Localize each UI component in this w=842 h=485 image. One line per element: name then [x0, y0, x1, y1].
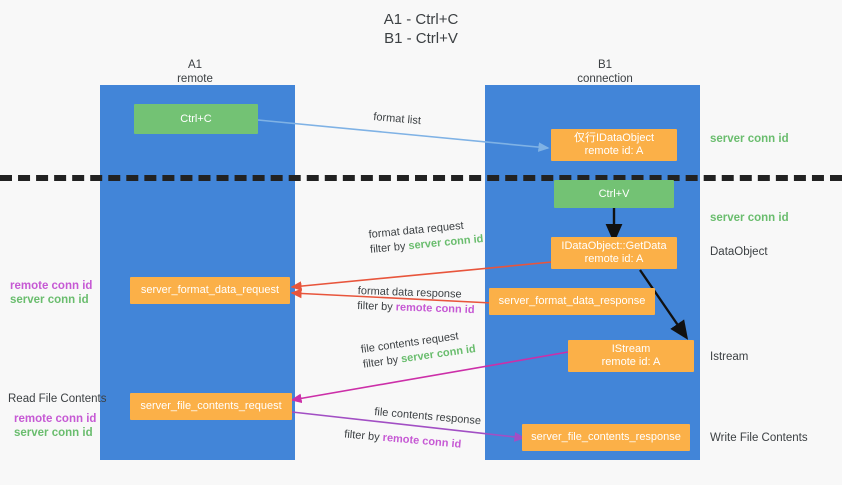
right-label-server-conn-id-mid: server conn id: [710, 212, 789, 224]
separator-dashed-line: [0, 175, 842, 181]
left-label-remote-conn-id-mid: remote conn id: [10, 280, 93, 292]
node-istream-title: IStream: [611, 343, 651, 355]
edge-label-format-list: format list: [373, 110, 422, 129]
left-label-read-file-contents: Read File Contents: [8, 393, 107, 405]
node-server-file-contents-response-label: server_file_contents_response: [531, 431, 681, 443]
filter-prefix: filter by: [357, 299, 396, 314]
node-idataobject-title: 仅行IDataObject: [573, 132, 655, 144]
node-server-format-data-request[interactable]: server_format_data_request: [130, 277, 290, 304]
node-ctrl-v-label: Ctrl+V: [598, 187, 630, 200]
column-header-b1: B1 connection: [577, 59, 633, 85]
node-ctrl-v[interactable]: Ctrl+V: [554, 180, 674, 208]
node-getdata-title: IDataObject::GetData: [561, 240, 667, 252]
right-label-dataobject: DataObject: [710, 246, 768, 258]
node-istream[interactable]: IStream remote id: A: [568, 340, 694, 372]
node-istream-subtitle: remote id: A: [601, 356, 661, 368]
edge-label-format-data-response-l2: filter by remote conn id: [357, 299, 475, 318]
edge-label-format-list-text: format list: [372, 110, 422, 128]
filter-emphasis: remote conn id: [382, 431, 462, 451]
node-server-format-data-response-label: server_format_data_response: [498, 295, 646, 307]
left-label-server-conn-id-mid: server conn id: [10, 294, 89, 306]
edge-label-file-contents-response-l2: filter by remote conn id: [344, 427, 480, 454]
right-label-server-conn-id-top: server conn id: [710, 133, 789, 145]
filter-prefix: filter by: [369, 240, 410, 256]
right-label-istream: Istream: [710, 351, 749, 363]
node-server-file-contents-request-label: server_file_contents_request: [140, 400, 282, 412]
right-label-write-file-contents: Write File Contents: [710, 432, 808, 444]
node-server-file-contents-request[interactable]: server_file_contents_request: [130, 393, 292, 420]
left-label-remote-conn-id-low: remote conn id: [14, 413, 97, 425]
left-label-server-conn-id-low: server conn id: [14, 427, 93, 439]
edge-label-format-data-response: format data response filter by remote co…: [357, 284, 475, 318]
edge-label-format-data-request: format data request filter by server con…: [368, 217, 484, 258]
node-ctrl-c-label: Ctrl+C: [180, 112, 212, 125]
filter-emphasis: remote conn id: [395, 301, 475, 317]
column-header-a1: A1 remote: [177, 59, 213, 85]
node-getdata-subtitle: remote id: A: [584, 253, 644, 265]
node-server-format-data-response[interactable]: server_format_data_response: [489, 288, 655, 315]
node-server-format-data-request-label: server_format_data_request: [140, 284, 280, 296]
node-ctrl-c[interactable]: Ctrl+C: [134, 104, 258, 134]
filter-prefix: filter by: [362, 353, 403, 371]
filter-prefix: filter by: [343, 428, 384, 444]
edge-label-file-contents-response: file contents response filter by remote …: [344, 405, 482, 454]
page-title: A1 - Ctrl+C B1 - Ctrl+V: [383, 11, 459, 47]
node-idataobject-subtitle: remote id: A: [584, 145, 644, 157]
node-getdata[interactable]: IDataObject::GetData remote id: A: [551, 237, 677, 269]
edge-label-file-contents-response-l1: file contents response: [373, 405, 482, 428]
node-idataobject[interactable]: 仅行IDataObject remote id: A: [551, 129, 677, 161]
edge-label-file-contents-request: file contents request filter by server c…: [360, 327, 477, 373]
node-server-file-contents-response[interactable]: server_file_contents_response: [522, 424, 690, 451]
